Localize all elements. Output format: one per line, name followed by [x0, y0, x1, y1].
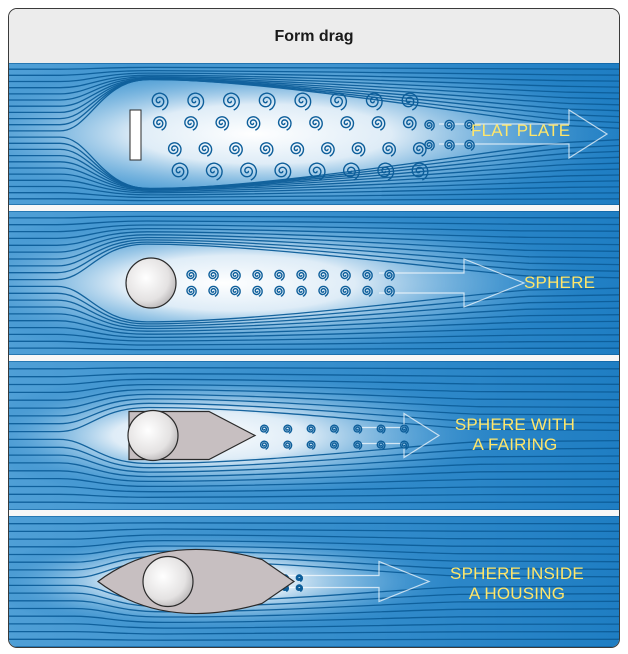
vortex — [296, 585, 302, 591]
title-bar: Form drag — [9, 9, 619, 63]
panel-flat-plate: FLAT PLATE — [9, 63, 619, 205]
label-sphere: SPHERE — [524, 273, 595, 293]
body-shape — [130, 110, 141, 160]
label-sphere-line-1: SPHERE — [524, 273, 595, 292]
label-sphere-fairing-line-2: A FAIRING — [445, 435, 585, 455]
label-flat-plate-line-1: FLAT PLATE — [471, 121, 570, 140]
sphere — [143, 557, 193, 607]
label-flat-plate: FLAT PLATE — [471, 121, 570, 141]
label-sphere-housing-line-1: SPHERE INSIDE — [439, 564, 595, 584]
label-sphere-fairing-line-1: SPHERE WITH — [445, 415, 585, 435]
sphere — [128, 411, 178, 461]
panel-sphere-housing: SPHERE INSIDE A HOUSING — [9, 516, 619, 647]
form-drag-figure: Form drag FLAT PLATE SPHERE SPHERE WITH … — [8, 8, 620, 648]
body-shape — [126, 258, 176, 308]
panel-sphere-fairing: SPHERE WITH A FAIRING — [9, 361, 619, 510]
label-sphere-housing-line-2: A HOUSING — [439, 584, 595, 604]
label-sphere-fairing: SPHERE WITH A FAIRING — [445, 415, 585, 455]
figure-title: Form drag — [274, 28, 353, 46]
sphere — [126, 258, 176, 308]
flat-plate — [130, 110, 141, 160]
vortex — [296, 575, 302, 581]
label-sphere-housing: SPHERE INSIDE A HOUSING — [439, 564, 595, 604]
panel-sphere: SPHERE — [9, 211, 619, 355]
